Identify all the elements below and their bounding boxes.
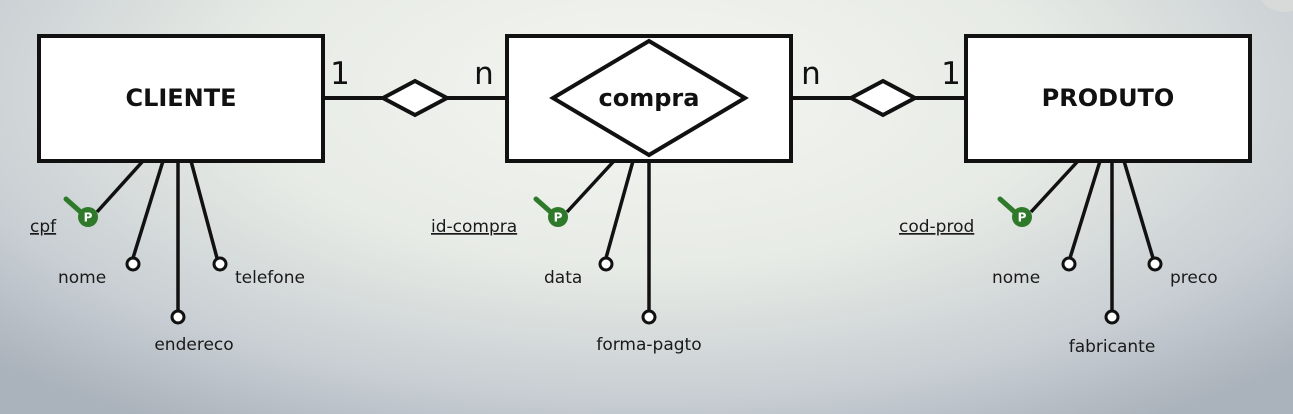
- svg-text:P: P: [1018, 211, 1027, 225]
- attr-endereco: endereco: [154, 335, 233, 355]
- relationship-diamond-left: [378, 78, 452, 118]
- corner-shadow: [1261, 0, 1293, 12]
- entity-cliente-label: CLIENTE: [125, 84, 236, 112]
- attr-nome: nome: [58, 268, 106, 288]
- attr-circle-fabricante: [1104, 309, 1120, 325]
- attr-nome-produto: nome: [992, 268, 1040, 288]
- cardinality-compra-right: n: [801, 56, 821, 92]
- attr-circle-nome: [125, 256, 141, 272]
- connector-compra-produto: [791, 78, 966, 118]
- entity-cliente: CLIENTE: [37, 34, 325, 163]
- attr-telefone: telefone: [235, 268, 305, 288]
- attr-circle-data: [598, 256, 614, 272]
- cardinality-produto: 1: [941, 56, 961, 92]
- attr-circle-nome-produto: [1061, 256, 1077, 272]
- entity-compra-label: compra: [599, 84, 700, 112]
- compra-attributes: P id-compra data forma-pagto: [431, 159, 702, 355]
- entity-produto: PRODUTO: [964, 34, 1252, 163]
- attr-circle-endereco: [170, 309, 186, 325]
- attr-fabricante: fabricante: [1069, 337, 1156, 357]
- relationship-diamond-right: [846, 78, 920, 118]
- attr-preco: preco: [1170, 268, 1218, 288]
- cardinality-cliente: 1: [330, 56, 350, 92]
- key-icon: P: [533, 196, 568, 227]
- attr-circle-forma-pagto: [641, 309, 657, 325]
- attr-forma-pagto: forma-pagto: [596, 335, 701, 355]
- attr-key-id-compra: id-compra: [431, 217, 517, 237]
- key-icon: P: [63, 196, 98, 227]
- entity-compra: compra: [505, 34, 793, 163]
- entity-produto-label: PRODUTO: [1042, 84, 1175, 112]
- attr-circle-telefone: [212, 256, 228, 272]
- entity-compra-diamond: [549, 38, 749, 158]
- key-icon: P: [997, 196, 1032, 227]
- svg-text:P: P: [84, 211, 93, 225]
- cliente-attributes: P cpf nome endereco telefone: [30, 159, 305, 355]
- cardinality-compra-left: n: [474, 56, 494, 92]
- svg-text:P: P: [554, 211, 563, 225]
- produto-attributes: P cod-prod nome fabricante preco: [899, 159, 1218, 357]
- attr-data: data: [544, 268, 582, 288]
- attr-circle-preco: [1147, 256, 1163, 272]
- connector-cliente-compra: [323, 78, 507, 118]
- attr-key-cod-prod: cod-prod: [899, 217, 974, 237]
- attr-key-cpf: cpf: [30, 217, 57, 237]
